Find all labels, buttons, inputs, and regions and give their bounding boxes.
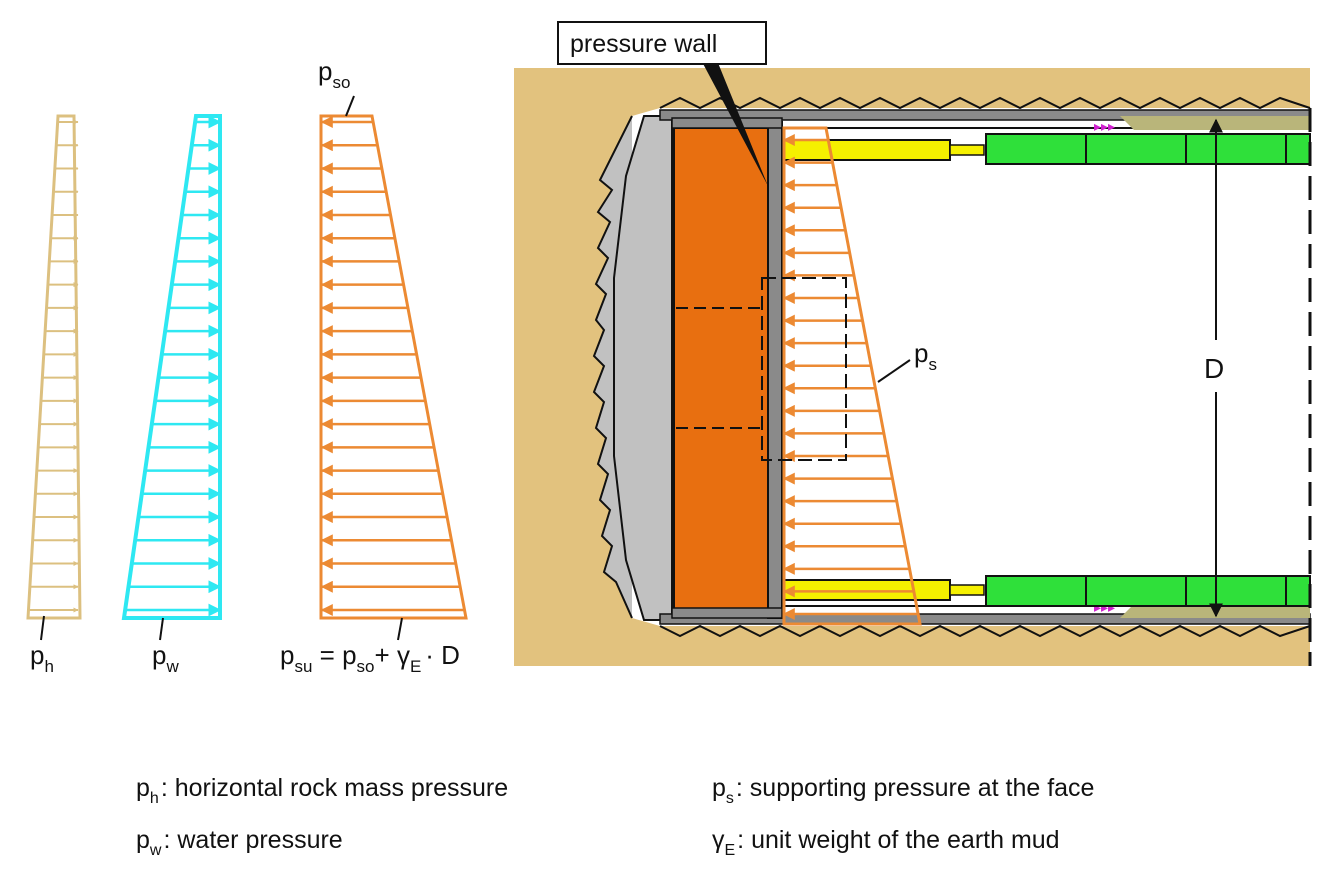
pso-leader-line (345, 95, 355, 117)
bottom-rock-zigzag (659, 624, 1311, 638)
tbm-section: ▸▸▸ ▸▸▸ ps (514, 68, 1312, 666)
ph-leader-line (40, 615, 45, 641)
thrust-jack-bottom (783, 579, 951, 601)
tail-seal-top: ▸▸▸ (1094, 118, 1115, 134)
rock-mass-pressure-arrows (28, 119, 79, 613)
thrust-jack-rod-bottom (949, 584, 985, 596)
legend-item-pw: pw: water pressure (136, 826, 343, 859)
detail-dashed-box (761, 277, 847, 461)
legend-item-ps: ps: supporting pressure at the face (712, 774, 1094, 807)
psu-leader-line (397, 617, 403, 641)
ph-label: ph (30, 640, 54, 676)
support-pressure-arrows (320, 116, 465, 616)
ps-label: ps (914, 338, 937, 374)
water-pressure-arrows (125, 115, 222, 617)
water-pressure-distribution: pw (121, 114, 222, 676)
rock-mass-pressure-distribution: ph (26, 114, 82, 676)
excavation-chamber (673, 127, 769, 617)
pw-label: pw (152, 640, 179, 676)
pressure-wall-callout: pressure wall (557, 21, 768, 186)
lining-segments-top (985, 133, 1311, 165)
legend-item-ph: ph: horizontal rock mass pressure (136, 774, 508, 807)
callout-box (557, 21, 767, 65)
thrust-jack-top (783, 139, 951, 161)
cutter-head (613, 115, 673, 621)
support-pressure-distribution: pso psu = pso+ γE· D (280, 56, 468, 676)
psu-formula: psu = pso+ γE· D (280, 640, 460, 676)
legend: ph: horizontal rock mass pressure pw: wa… (136, 774, 1094, 859)
face-support-pressure-arrows (782, 134, 919, 620)
callout-pointer (700, 58, 768, 186)
callout-label: pressure wall (570, 30, 717, 58)
diameter-label: D (1204, 353, 1224, 384)
top-rock-zigzag (659, 96, 1311, 110)
pso-label: pso (318, 56, 350, 92)
legend-item-gamma: γE: unit weight of the earth mud (712, 826, 1060, 859)
bulkhead-frame-bottom (671, 607, 783, 619)
pressure-wall (767, 121, 783, 619)
rock-mass-pressure-outline (26, 114, 82, 620)
pw-leader-line (159, 617, 164, 641)
bulkhead-frame-top (671, 117, 783, 129)
thrust-jack-rod-top (949, 144, 985, 156)
ps-leader-line (877, 359, 911, 383)
lining-segments-bottom (985, 575, 1311, 607)
